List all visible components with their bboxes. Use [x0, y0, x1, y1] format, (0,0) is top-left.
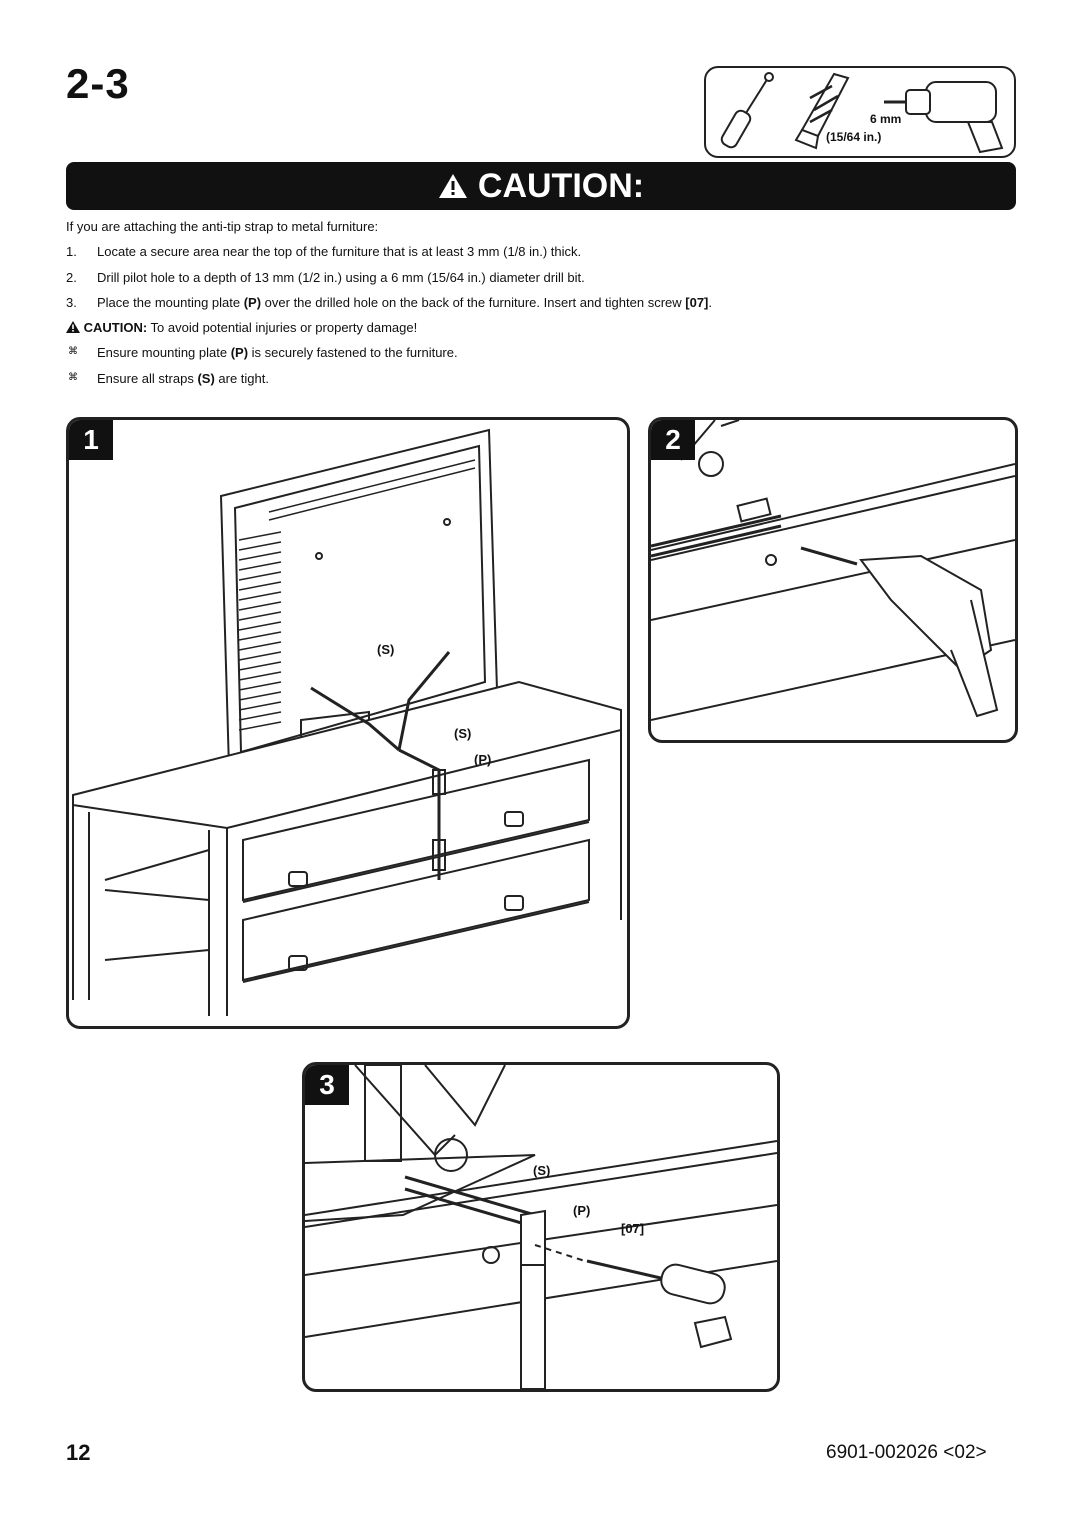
strap-callout: (S): [454, 726, 472, 741]
screw-callout: [07]: [621, 1221, 645, 1236]
strap-callout: (S): [533, 1163, 551, 1178]
caution-banner: CAUTION:: [66, 162, 1016, 210]
step-text: Drill pilot hole to a depth of 13 mm (1/…: [97, 270, 585, 285]
step-text: Locate a secure area near the top of the…: [97, 244, 582, 259]
screw-installation-illustration: [305, 1065, 777, 1389]
part-ref-p: (P): [243, 295, 262, 310]
bullet-icon: ⌘: [68, 372, 78, 383]
caution-note-text: To avoid potential injuries or property …: [147, 320, 418, 335]
part-ref-p: (P): [230, 345, 249, 360]
drill-icon: [884, 81, 1004, 154]
step-text-part: Place the mounting plate: [97, 295, 244, 310]
bullet-text: Ensure mounting plate (P) is securely fa…: [97, 345, 458, 360]
step-text-part: over the drilled hole on the back of the…: [261, 295, 686, 310]
panel-number: 2: [651, 420, 695, 460]
drill-bit-size-imperial: (15/64 in.): [826, 130, 882, 144]
screwdriver-icon: [720, 72, 774, 149]
panel-number: 1: [69, 420, 113, 460]
step-number: 1.: [66, 244, 77, 259]
bullet-text-part: is securely fastened to the furniture.: [248, 345, 458, 360]
step-title: 2-3: [66, 60, 130, 107]
part-ref-s: (S): [197, 371, 215, 386]
plate-callout: (P): [474, 752, 492, 767]
panel-number: 3: [305, 1065, 349, 1105]
step-text: Place the mounting plate (P) over the dr…: [97, 295, 712, 310]
drilling-illustration: [651, 420, 1015, 721]
illustration-panel-2: 2: [648, 417, 1018, 743]
warning-triangle-icon: [66, 321, 80, 333]
bullet-text-part: Ensure all straps: [97, 371, 198, 386]
caution-heading: CAUTION:: [477, 166, 645, 205]
tools-illustration: [720, 72, 1004, 154]
step-text-part: .: [708, 295, 713, 310]
tools-required-box: 6 mm (15/64 in.): [704, 66, 1016, 158]
drill-bit-icon: [794, 72, 850, 150]
document-code: 6901-002026 <02>: [826, 1442, 987, 1463]
caution-note-label: CAUTION:: [83, 320, 148, 335]
bullet-text-part: are tight.: [214, 371, 269, 386]
warning-triangle-icon: [438, 174, 467, 198]
bullet-text: Ensure all straps (S) are tight.: [97, 371, 269, 386]
drill-bit-size: 6 mm: [870, 112, 902, 126]
bullet-icon: ⌘: [68, 346, 78, 357]
page-number: 12: [66, 1440, 91, 1465]
intro-text: If you are attaching the anti-tip strap …: [66, 219, 379, 234]
illustration-panel-3: 3 (S) (P) [07]: [302, 1062, 780, 1392]
bullet-text-part: Ensure mounting plate: [97, 345, 231, 360]
illustration-panel-1: 1 (S) (S) (P): [66, 417, 630, 1029]
step-number: 3.: [66, 295, 77, 310]
step-number: 2.: [66, 270, 77, 285]
tv-stand-illustration: [72, 428, 622, 1016]
caution-note: CAUTION: To avoid potential injuries or …: [66, 320, 417, 335]
plate-callout: (P): [573, 1203, 591, 1218]
part-ref-screw: [07]: [685, 295, 709, 310]
strap-callout: (S): [377, 642, 395, 657]
